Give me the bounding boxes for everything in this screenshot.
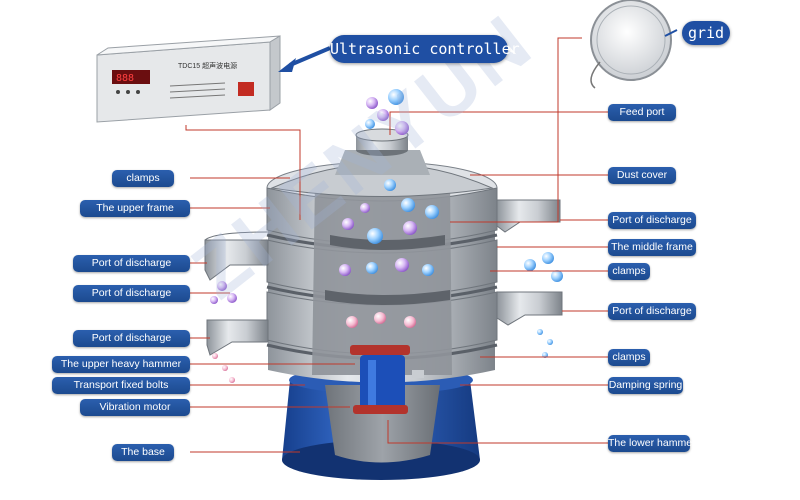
ultrasonic-controller-box: 888 — [96, 35, 281, 123]
controller-arrow-head — [278, 58, 296, 72]
material-particles — [210, 89, 563, 383]
controller-arrow — [289, 46, 331, 67]
label-clamps-right-2: clamps — [608, 349, 650, 366]
label-vibration-motor: Vibration motor — [80, 399, 190, 416]
label-discharge-right-2: Port of discharge — [608, 303, 696, 320]
label-transport-bolts: Transport fixed bolts — [52, 377, 190, 394]
label-upper-frame: The upper frame — [80, 200, 190, 217]
label-dust-cover: Dust cover — [608, 167, 676, 184]
svg-text:888: 888 — [116, 73, 134, 84]
label-clamps-right-1: clamps — [608, 263, 650, 280]
machine-base — [282, 366, 480, 480]
discharge-ports — [204, 199, 563, 356]
label-base: The base — [112, 444, 174, 461]
label-middle-frame: The middle frame — [608, 239, 696, 256]
sieve-body — [266, 128, 498, 383]
label-discharge-left-2: Port of discharge — [73, 285, 190, 302]
label-clamps-upper-left: clamps — [112, 170, 174, 187]
label-upper-heavy-hammer: The upper heavy hammer — [52, 356, 190, 373]
label-discharge-right-1: Port of discharge — [608, 212, 696, 229]
label-discharge-left-3: Port of discharge — [73, 330, 190, 347]
vibration-motor — [350, 345, 424, 414]
label-feed-port: Feed port — [608, 104, 676, 121]
label-discharge-left-1: Port of discharge — [73, 255, 190, 272]
grid-callout: grid — [682, 21, 730, 45]
label-damping-spring: Damping spring — [608, 377, 683, 394]
grid-disc — [590, 0, 672, 89]
leader-lines — [185, 37, 608, 453]
ultrasonic-controller-callout: Ultrasonic controller — [330, 35, 520, 63]
label-lower-hammer: The lower hammer — [608, 435, 696, 452]
controller-model-label: TDC15 超声波电源 — [178, 63, 238, 70]
